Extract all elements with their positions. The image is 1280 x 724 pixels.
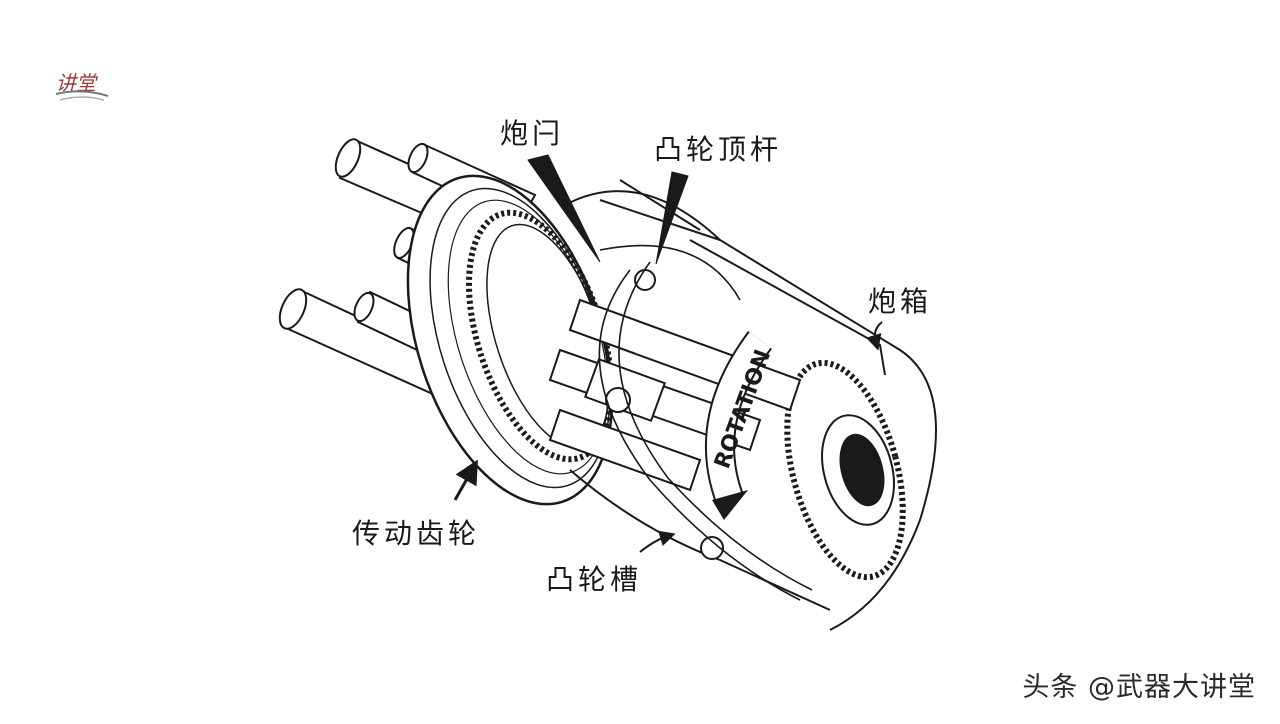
drive-gear-pointer (453, 459, 478, 501)
bolt-rods (548, 269, 802, 560)
receiver-body (564, 179, 937, 631)
label-cam-follower: 凸轮顶杆 (654, 133, 783, 166)
receiver-pointer (866, 321, 883, 351)
label-receiver: 炮箱 (868, 285, 933, 318)
source-watermark: 头条 @武器大讲堂 (1022, 672, 1256, 703)
leader-lines (453, 154, 883, 553)
label-cam-groove: 凸轮槽 (546, 563, 643, 596)
label-drive-gear: 传动齿轮 (352, 517, 481, 550)
cam-groove-curves (598, 244, 813, 601)
channel-logo: 讲堂 (52, 60, 112, 104)
cam-follower-pointer (655, 171, 689, 265)
label-bolt: 炮闩 (500, 117, 565, 150)
bolt-pointer (527, 154, 601, 263)
cam-groove-pointer (639, 530, 676, 553)
